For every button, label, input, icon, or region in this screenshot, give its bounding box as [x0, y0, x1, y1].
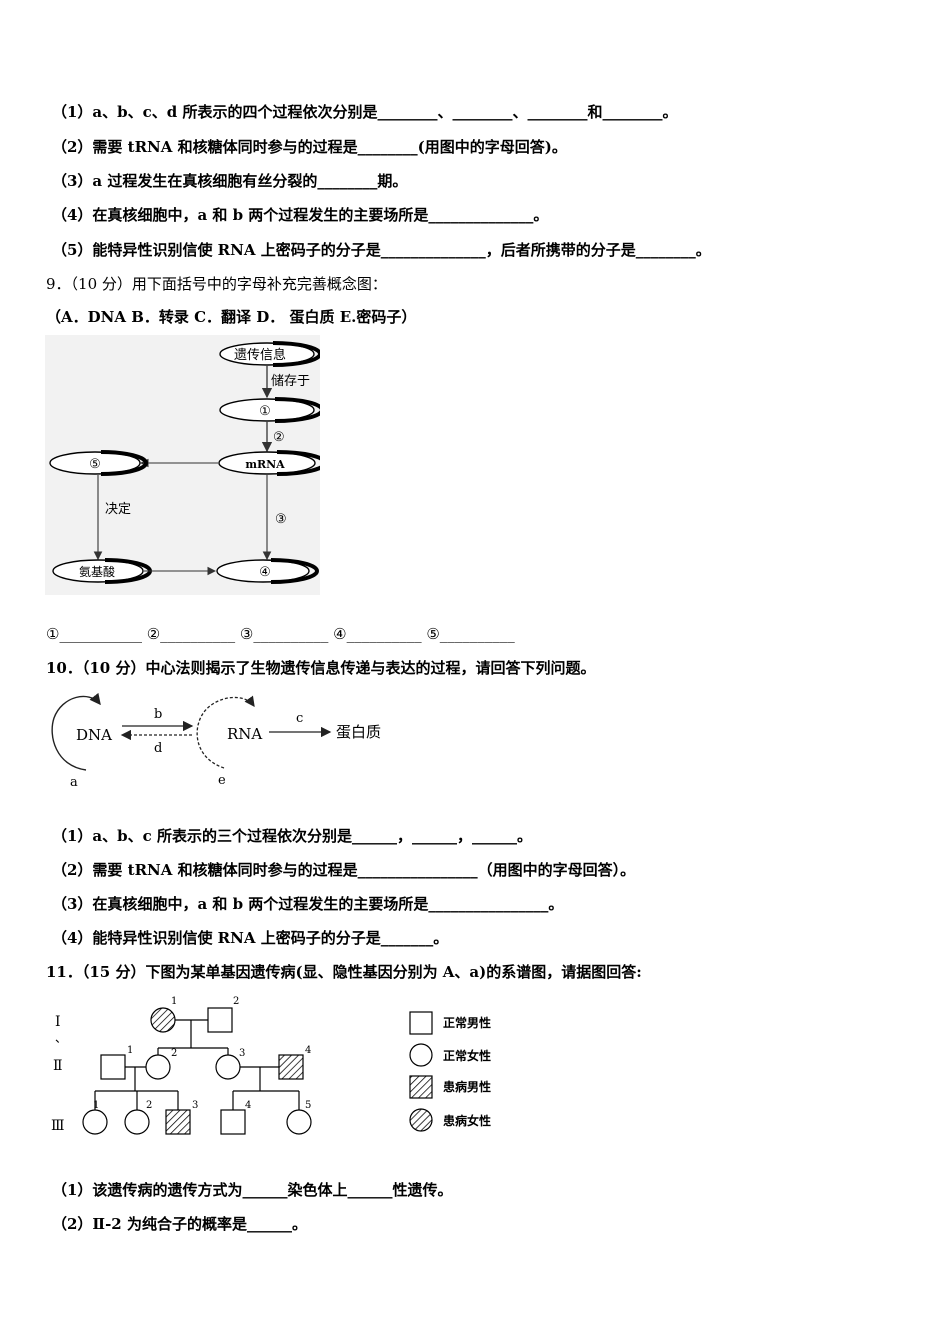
- label-mrna: mRNA: [245, 458, 285, 471]
- label-d: d: [154, 741, 162, 756]
- svg-text:3: 3: [192, 1100, 198, 1111]
- person-I-2: 2: [207, 996, 239, 1033]
- svg-text:3: 3: [239, 1048, 245, 1059]
- q11-sub1: （1）该遗传病的遗传方式为______染色体上______性遗传。: [52, 1181, 453, 1199]
- svg-text:正常男性: 正常男性: [443, 1015, 491, 1030]
- q10-sub3: （3）在真核细胞中，a 和 b 两个过程发生的主要场所是____________…: [52, 895, 564, 913]
- person-II-4: 4: [278, 1045, 311, 1080]
- concept-map-diagram: 遗传信息 储存于 ① ② mRNA ⑤ 决定 ③ 氨基酸 ④: [45, 335, 320, 595]
- svg-text:2: 2: [146, 1100, 152, 1111]
- legend-affected-male: 患病男性: [409, 1075, 491, 1099]
- label-node-5: ⑤: [89, 457, 101, 472]
- person-III-5: 5: [286, 1100, 312, 1135]
- label-b: b: [154, 707, 162, 722]
- node-mrna: mRNA: [218, 450, 320, 476]
- person-III-1: 1: [82, 1100, 108, 1135]
- q10-sub4: （4）能特异性识别信使 RNA 上密码子的分子是_______。: [52, 929, 449, 947]
- svg-text:2: 2: [233, 996, 239, 1007]
- q8-sub1: （1）a、b、c、d 所表示的四个过程依次分别是________、_______…: [52, 103, 678, 121]
- gen-label-1: Ⅰ: [55, 1014, 61, 1030]
- svg-text:1: 1: [93, 1100, 99, 1111]
- label-node-4: ④: [259, 565, 271, 580]
- q11-stem: 11．（15 分）下图为某单基因遗传病(显、隐性基因分别为 A、a)的系谱图，请…: [46, 963, 642, 981]
- label-e: e: [218, 773, 226, 788]
- label-node-1: ①: [259, 404, 271, 419]
- q9-options: （A．DNA B．转录 C．翻译 D． 蛋白质 E.密码子）: [46, 308, 417, 326]
- person-II-2: 2: [145, 1048, 177, 1080]
- arrow-rna-replication-e: [196, 695, 255, 769]
- label-protein: 蛋白质: [336, 723, 381, 741]
- legend-normal-male: 正常男性: [409, 1011, 491, 1035]
- gen-label-3: Ⅲ: [51, 1118, 65, 1134]
- svg-text:患病女性: 患病女性: [443, 1113, 491, 1128]
- person-II-1: 1: [100, 1045, 133, 1080]
- node-5: ⑤: [49, 450, 148, 476]
- q10-sub2: （2）需要 tRNA 和核糖体同时参与的过程是________________（…: [52, 861, 636, 879]
- node-4: ④: [216, 558, 319, 584]
- label-store: 储存于: [271, 374, 310, 389]
- person-II-3: 3: [215, 1048, 245, 1080]
- q9-stem: 9．（10 分）用下面括号中的字母补充完善概念图：: [46, 275, 387, 293]
- label-decide: 决定: [105, 502, 131, 517]
- q8-sub3: （3）a 过程发生在真核细胞有丝分裂的________期。: [52, 172, 408, 190]
- gen-mark: 、: [55, 1031, 67, 1045]
- label-amino-acid: 氨基酸: [79, 564, 115, 579]
- person-III-4: 4: [220, 1100, 251, 1135]
- arrow-replication-a: [51, 692, 101, 771]
- person-III-2: 2: [124, 1100, 152, 1135]
- label-genetic-info: 遗传信息: [234, 347, 286, 363]
- svg-text:患病男性: 患病男性: [443, 1079, 491, 1094]
- svg-text:5: 5: [305, 1100, 311, 1111]
- q9-answer-blanks: ①___________ ②__________ ③__________ ④__…: [46, 625, 515, 643]
- label-a: a: [70, 775, 78, 790]
- svg-text:4: 4: [305, 1045, 311, 1056]
- gen-label-2: Ⅱ: [53, 1058, 63, 1074]
- legend-normal-female: 正常女性: [409, 1043, 491, 1067]
- q8-sub5: （5）能特异性识别信使 RNA 上密码子的分子是______________，后…: [52, 241, 711, 259]
- svg-text:正常女性: 正常女性: [443, 1048, 491, 1063]
- svg-text:2: 2: [171, 1048, 177, 1059]
- q10-stem: 10．（10 分）中心法则揭示了生物遗传信息传递与表达的过程，请回答下列问题。: [46, 659, 596, 677]
- q11-sub2: （2）Ⅱ-2 为纯合子的概率是______。: [52, 1215, 307, 1233]
- node-genetic-info: 遗传信息: [219, 341, 320, 367]
- person-I-1: 1: [150, 996, 177, 1033]
- svg-text:1: 1: [127, 1045, 133, 1056]
- legend-affected-female: 患病女性: [409, 1108, 491, 1132]
- label-c: c: [296, 711, 303, 726]
- label-step-2: ②: [273, 430, 285, 445]
- q8-sub2: （2）需要 tRNA 和核糖体同时参与的过程是________(用图中的字母回答…: [52, 138, 567, 156]
- pedigree-chart: Ⅰ 、 Ⅱ Ⅲ 1 2 1 2 3 4 1: [51, 996, 491, 1135]
- label-step-3: ③: [275, 512, 287, 527]
- node-1: ①: [219, 397, 320, 423]
- central-dogma-diagram: DNA a b d RNA e c 蛋白质: [51, 692, 381, 790]
- person-III-3: 3: [165, 1100, 198, 1135]
- q8-sub4: （4）在真核细胞中，a 和 b 两个过程发生的主要场所是____________…: [52, 206, 549, 224]
- svg-text:1: 1: [171, 996, 177, 1007]
- node-amino-acid: 氨基酸: [52, 558, 152, 584]
- svg-text:4: 4: [245, 1100, 251, 1111]
- label-dna: DNA: [76, 726, 112, 744]
- label-rna: RNA: [227, 725, 262, 743]
- q10-sub1: （1）a、b、c 所表示的三个过程依次分别是______，______，____…: [52, 827, 533, 845]
